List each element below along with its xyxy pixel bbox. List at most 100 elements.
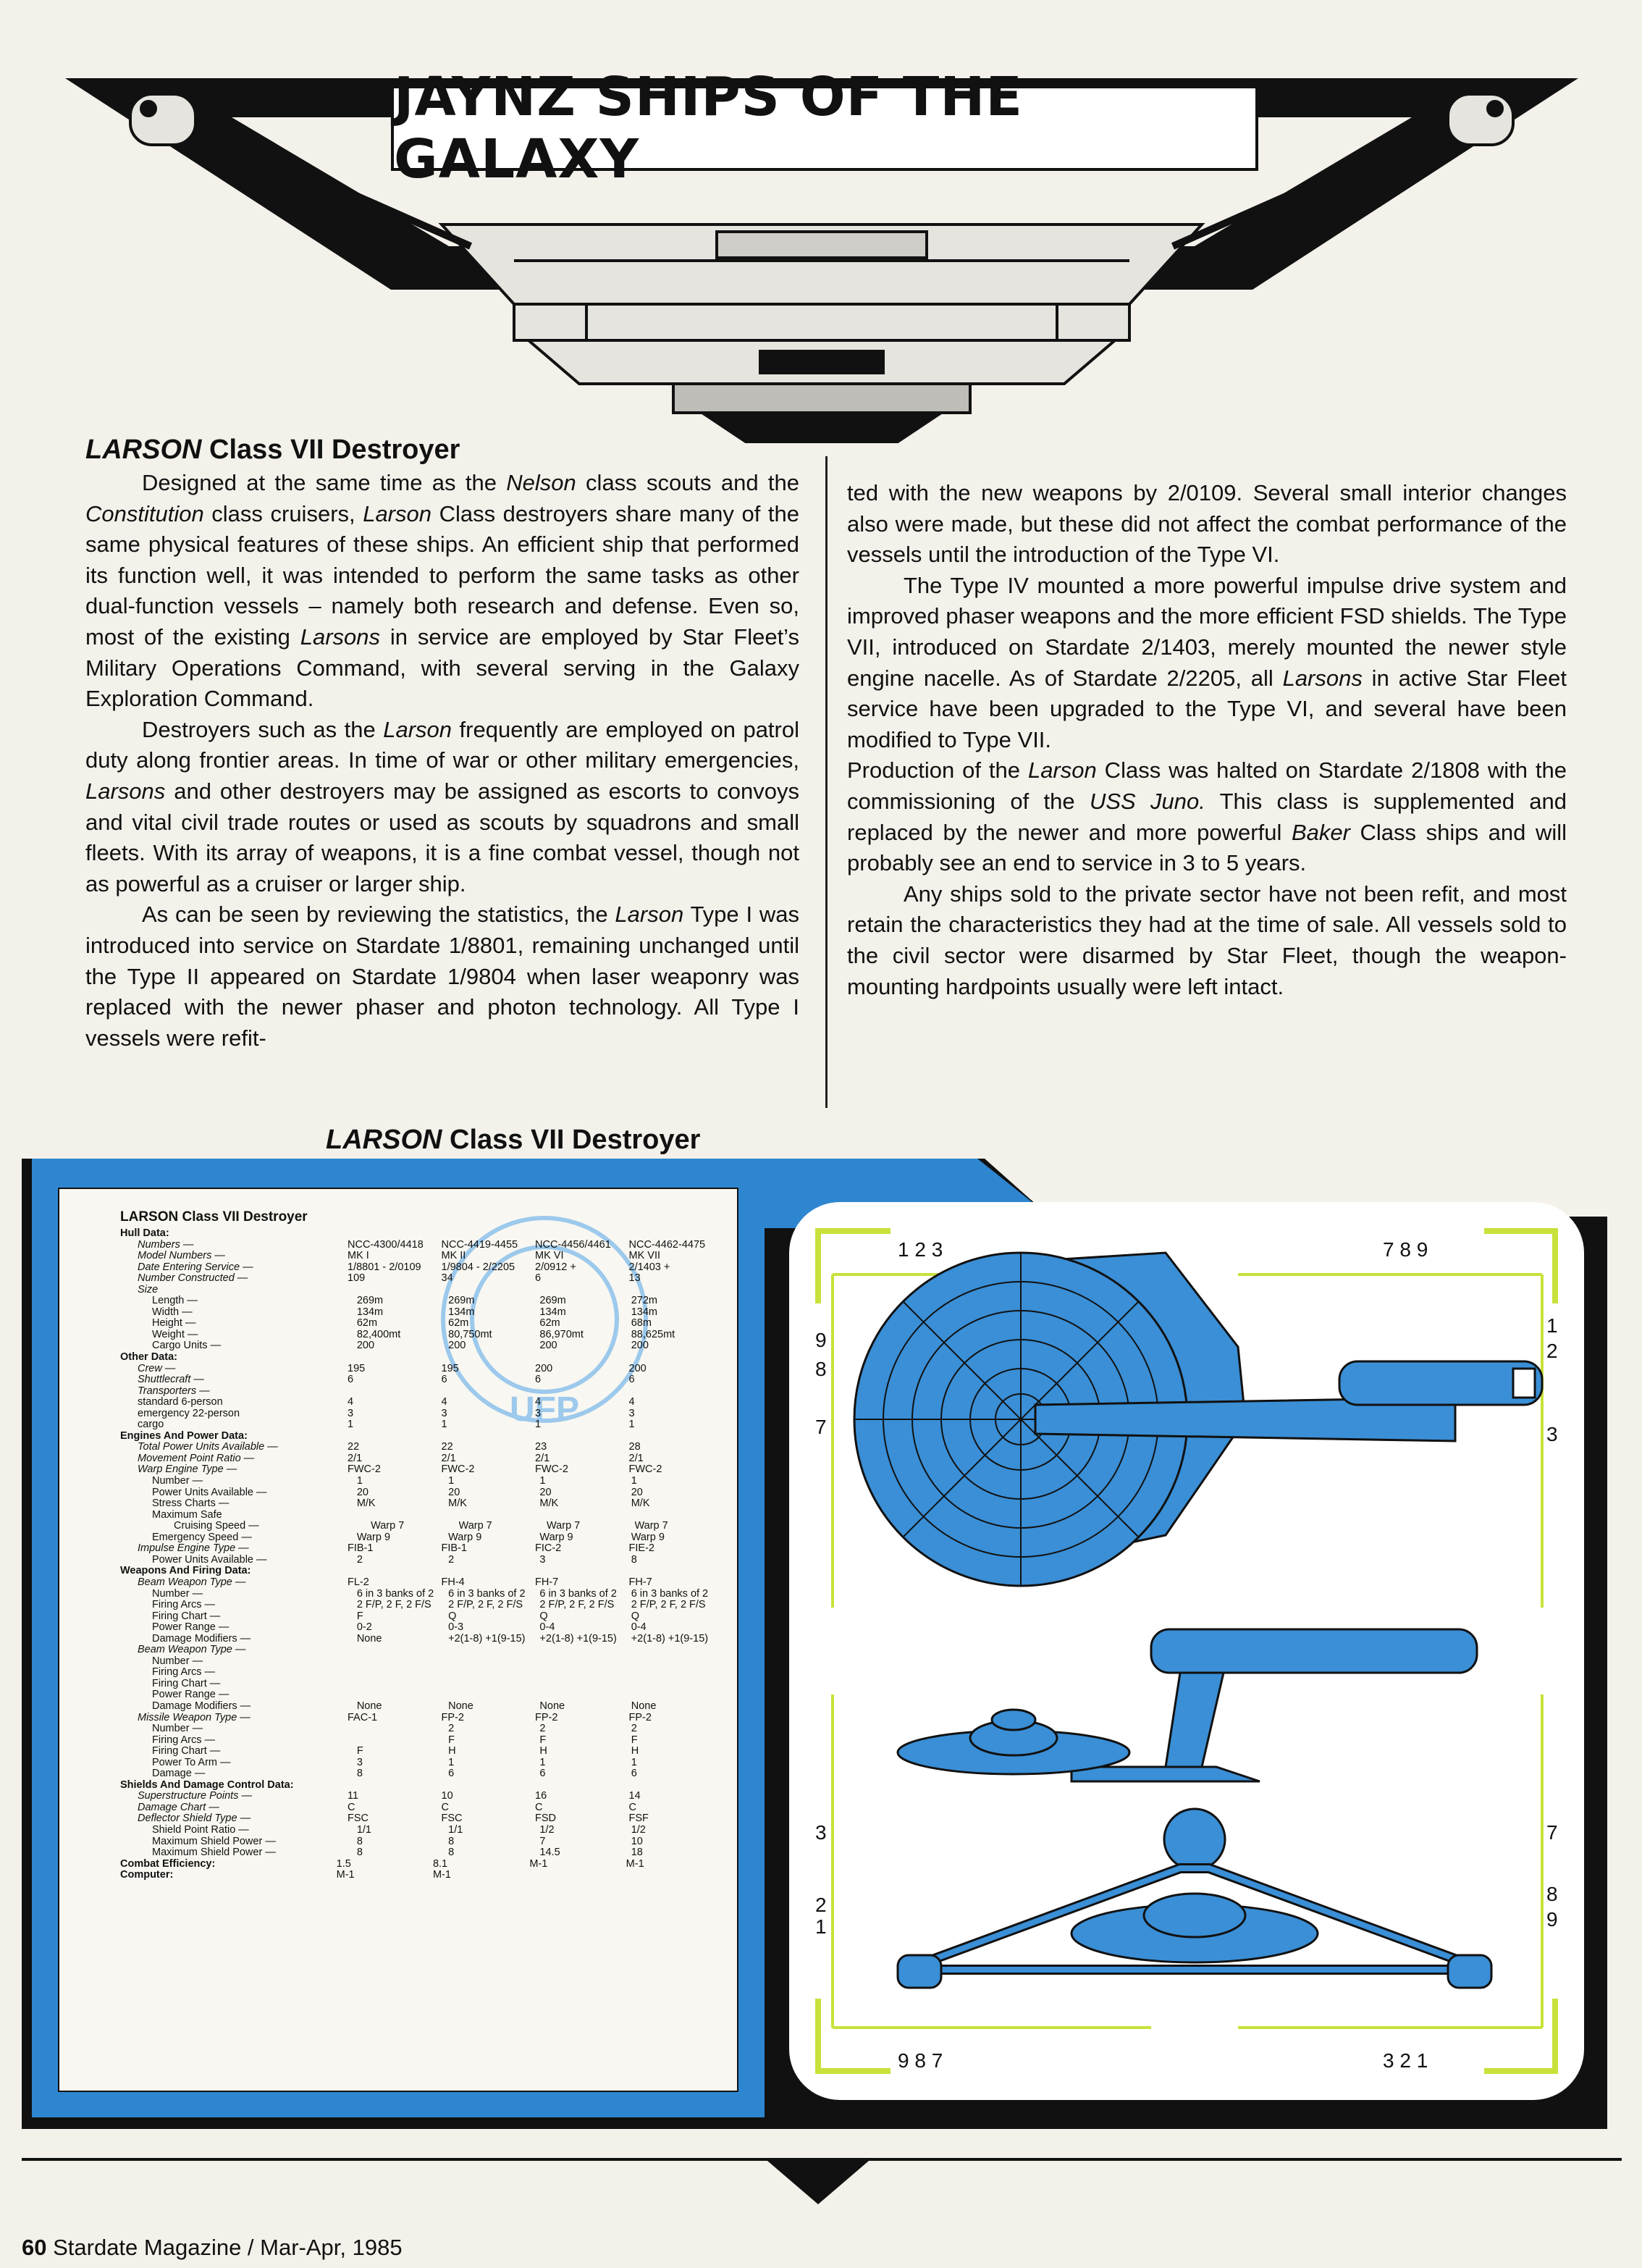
table-cell: 195 <box>348 1363 366 1374</box>
table-cell: 4 <box>535 1397 542 1408</box>
table-row: Maximum Safe <box>120 1510 723 1521</box>
table-cell: None <box>631 1700 657 1712</box>
table-cell <box>626 1870 723 1881</box>
emblem-text: UFP <box>510 1390 579 1429</box>
table-cell <box>631 1689 723 1701</box>
paragraph-text: Baker <box>1291 819 1350 845</box>
table-cell: 4 <box>441 1397 447 1408</box>
statistics-title: LARSON Class VII Destroyer <box>326 1125 700 1156</box>
table-cell: 6 in 3 banks of 2 <box>448 1588 526 1600</box>
table-cell: 6 <box>348 1374 354 1386</box>
row-label: Combat Efficiency: <box>120 1858 216 1870</box>
table-cell: 3 <box>356 1757 363 1768</box>
table-cell: 2/1403 + <box>628 1261 670 1273</box>
table-cell: 14.5 <box>539 1847 560 1859</box>
row-label: standard 6-person <box>138 1397 223 1408</box>
table-cell: 1 <box>631 1757 637 1768</box>
table-cell: MK VI <box>535 1251 564 1262</box>
table-cell: NCC-4300/4418 <box>348 1239 424 1251</box>
table-cell: 6 in 3 banks of 2 <box>539 1588 617 1600</box>
table-row: Power Range — <box>120 1689 723 1701</box>
paragraph-text: class cruisers, <box>203 500 363 526</box>
row-label: Movement Point Ratio — <box>138 1453 255 1464</box>
table-cell: 8.1 <box>432 1858 448 1870</box>
table-cell: FIB-1 <box>348 1543 374 1555</box>
frame-label-bottom-right: 3 2 1 <box>1383 2049 1428 2072</box>
table-cell <box>626 1566 723 1577</box>
table-cell: None <box>448 1700 473 1712</box>
table-cell: 134m <box>356 1306 384 1318</box>
ship-front-view <box>896 1807 1493 1989</box>
table-cell: 62m <box>539 1318 560 1330</box>
ufp-emblem-watermark: UFP <box>441 1216 648 1429</box>
paragraph-text: Production of the <box>847 757 1028 784</box>
table-cell: C <box>348 1802 355 1813</box>
row-label: Number — <box>152 1655 203 1667</box>
frame-label-left-lower-3: 1 <box>815 1915 827 1938</box>
table-row: Engines And Power Data: <box>120 1431 723 1442</box>
table-cell: FWC-2 <box>348 1464 381 1476</box>
table-cell <box>529 1780 626 1792</box>
row-label: Height — <box>152 1318 196 1330</box>
table-cell: C <box>441 1802 449 1813</box>
table-cell: FP-2 <box>535 1712 558 1723</box>
row-label: Transporters — <box>138 1385 210 1397</box>
table-cell: FH-7 <box>535 1576 559 1588</box>
table-cell: 6 <box>448 1768 455 1780</box>
table-cell <box>337 1566 433 1577</box>
paragraph-text: The Type IV mounted a more powerful impu… <box>847 572 1567 691</box>
table-cell <box>357 1723 448 1735</box>
row-label: emergency 22-person <box>138 1408 240 1419</box>
table-cell: 1 <box>539 1757 546 1768</box>
table-cell: M-1 <box>336 1870 355 1881</box>
table-cell: FP-2 <box>441 1712 464 1723</box>
paragraph-text: Larsons <box>85 778 166 804</box>
paragraph-text: Larson <box>383 716 452 742</box>
table-cell: 62m <box>356 1318 378 1330</box>
table-cell: F <box>539 1734 547 1746</box>
table-cell: +2(1-8) +1(9-15) <box>539 1633 617 1645</box>
table-cell: 86,970mt <box>539 1329 584 1340</box>
row-label: Total Power Units Available — <box>138 1442 278 1453</box>
table-cell <box>529 1566 626 1577</box>
table-cell: NCC-4462-4475 <box>628 1239 706 1251</box>
table-cell <box>448 1679 539 1690</box>
frame-label-right-lower-2: 8 <box>1546 1883 1558 1905</box>
table-cell: 269m <box>539 1295 566 1307</box>
table-row: Number — <box>120 1656 723 1668</box>
page-title: JAYNZ SHIPS OF THE GALAXY <box>391 66 1258 190</box>
row-label: Stress Charts — <box>152 1498 230 1510</box>
table-cell <box>539 1689 631 1701</box>
frame-label-bottom-left: 9 8 7 <box>898 2049 943 2072</box>
table-cell: 13 <box>628 1273 641 1285</box>
table-row: Beam Weapon Type — <box>120 1645 723 1656</box>
paragraph-text: Larsons <box>1282 665 1363 691</box>
paragraph-text: Any ships sold to the private sector hav… <box>847 881 1567 999</box>
table-cell: 8 <box>356 1847 363 1859</box>
right-nacelle <box>1171 93 1515 250</box>
table-cell: H <box>539 1746 547 1757</box>
table-cell: NCC-4419-4455 <box>441 1239 518 1251</box>
frame-label-right-upper-2: 2 <box>1546 1340 1558 1362</box>
table-cell: 134m <box>539 1306 566 1318</box>
frame-label-left-upper-2: 8 <box>815 1358 827 1380</box>
table-cell <box>442 1285 536 1296</box>
row-label: Power Units Available — <box>152 1487 267 1498</box>
table-cell: 2/1 <box>348 1453 363 1464</box>
table-row: Weapons And Firing Data: <box>120 1566 723 1577</box>
table-cell <box>629 1645 723 1656</box>
table-cell <box>357 1735 448 1747</box>
paragraph-text: Destroyers such as the <box>142 716 384 742</box>
paragraph-text: Designed at the same time as the <box>142 470 507 495</box>
statistics-title-rest: Class VII Destroyer <box>442 1125 701 1155</box>
row-label: Beam Weapon Type — <box>138 1645 246 1656</box>
